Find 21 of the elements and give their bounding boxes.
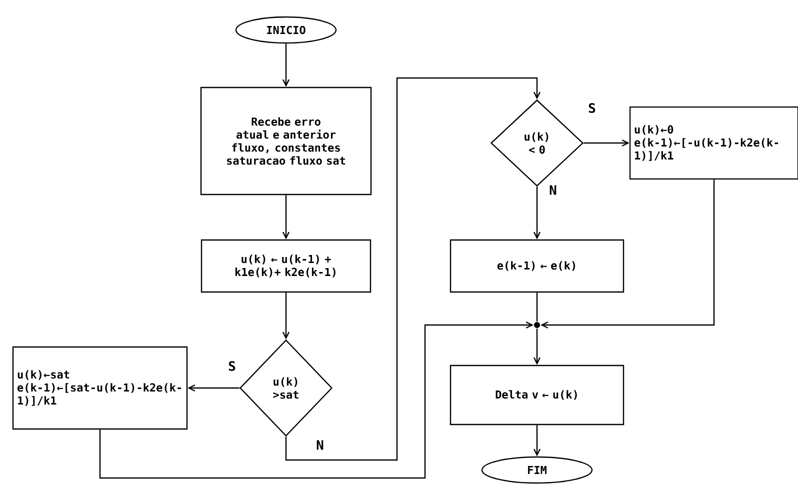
edge-label: N <box>548 184 558 196</box>
arrow <box>285 77 541 461</box>
arrow <box>533 425 541 456</box>
arrow <box>282 195 290 240</box>
edge-label: S <box>587 102 597 114</box>
arrow <box>533 186 541 240</box>
process-box: e(k-1) ← e(k) <box>450 239 624 293</box>
edge-label: S <box>227 360 237 372</box>
arrow <box>188 384 240 392</box>
edge-label: N <box>315 439 325 451</box>
arrow <box>584 139 630 147</box>
process-box: u(k) ← u(k-1) + k1e(k)+ k2e(k-1) <box>200 239 372 293</box>
process-box: Recebe erro atual e anterior fluxo, constantes saturacao fluxo sat <box>200 86 372 196</box>
arrow <box>533 328 541 365</box>
process-box: u(k)←0 e(k-1)←[-u(k-1)-k2e(k-1)]/k1 <box>629 106 798 180</box>
process-box: Delta v ← u(k) <box>450 364 624 426</box>
arrow <box>99 321 534 479</box>
arrow <box>540 180 715 329</box>
arrow <box>282 44 290 87</box>
arrow <box>282 292 290 340</box>
process-box: u(k)←sat e(k-1)←[sat-u(k-1)-k2e(k-1)]/k1 <box>12 346 188 430</box>
